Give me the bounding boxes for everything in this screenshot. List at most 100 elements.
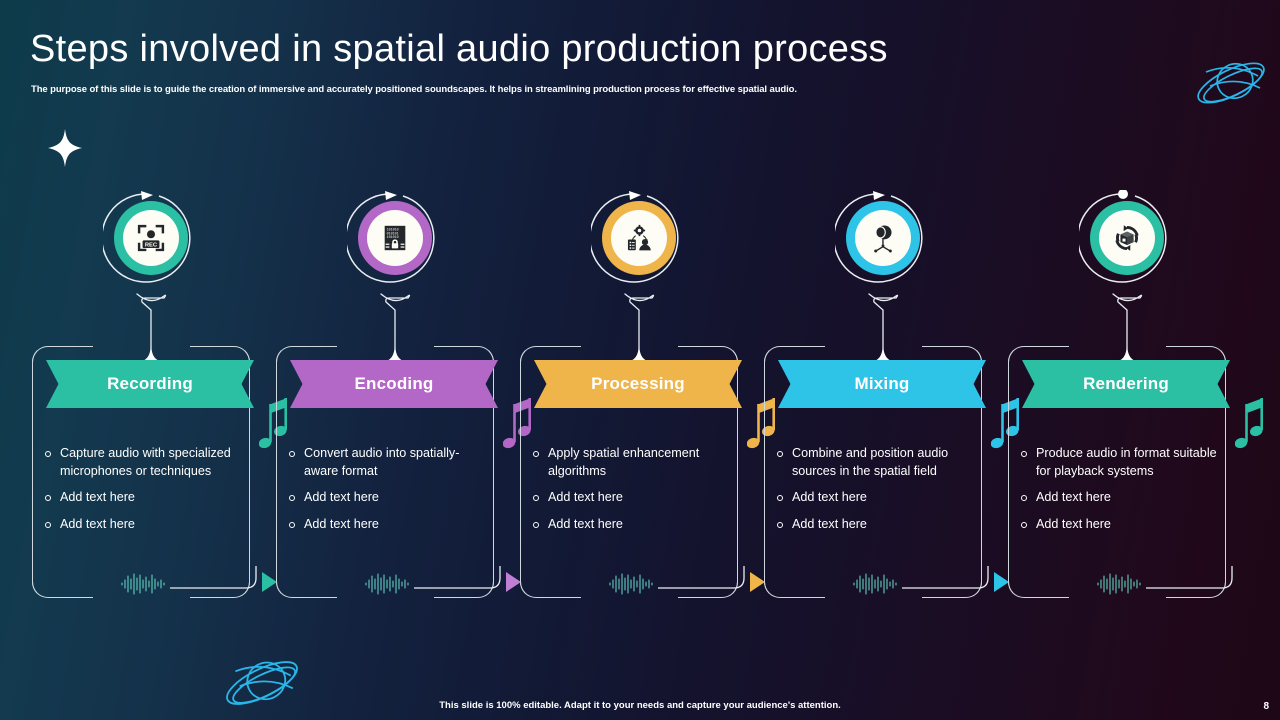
badge-connector [867, 293, 898, 354]
list-item: Capture audio with specialized microphon… [42, 445, 242, 480]
step-ribbon-rendering[interactable]: Rendering [1022, 360, 1230, 408]
list-item: Add text here [774, 516, 974, 534]
next-step-arrow[interactable] [170, 566, 278, 598]
svg-text:010101: 010101 [386, 232, 398, 236]
bullet-text: Add text here [304, 490, 379, 505]
step-label: Mixing [854, 374, 910, 393]
step-ribbon-encoding[interactable]: Encoding [290, 360, 498, 408]
render-box-refresh-icon [1114, 225, 1139, 251]
audio-waveform-icon [1097, 573, 1141, 595]
step-badge-rendering[interactable] [1078, 190, 1175, 286]
bullet-marker [533, 521, 539, 528]
audio-waveform-icon [121, 573, 165, 595]
bullet-text: Combine and position audio sources in th… [792, 446, 949, 478]
list-item: Add text here [774, 489, 974, 507]
bullet-marker [289, 521, 295, 528]
badge-inner [854, 210, 911, 266]
bullet-text: Convert audio into spatially-aware forma… [304, 446, 460, 478]
audio-waveform-icon [853, 573, 897, 595]
step-column-rendering[interactable]: Rendering Produce audio in format suitab… [1004, 180, 1263, 610]
list-item: Add text here [1018, 489, 1218, 507]
badge-inner [1098, 210, 1155, 266]
step-label: Recording [107, 374, 193, 393]
planet-icon [226, 661, 298, 705]
bullet-text: Add text here [304, 516, 379, 531]
step-bullets: Apply spatial enhancement algorithms Add… [530, 445, 730, 542]
step-column-encoding[interactable]: 101010 010101 101010 [272, 180, 531, 610]
music-note-icon [1235, 398, 1263, 449]
step-bullets: Produce audio in format suitable for pla… [1018, 445, 1218, 542]
planet-icon [1197, 62, 1265, 104]
step-ribbon-processing[interactable]: Processing [534, 360, 742, 408]
list-item: Add text here [286, 516, 486, 534]
step-badge-processing[interactable] [590, 190, 687, 286]
list-item: Add text here [1018, 516, 1218, 534]
rec-camera-icon: REC [137, 224, 164, 252]
step-ribbon-mixing[interactable]: Mixing [778, 360, 986, 408]
next-step-arrow[interactable] [658, 566, 766, 598]
step-bullets: Convert audio into spatially-aware forma… [286, 445, 486, 542]
step-label: Processing [591, 374, 685, 393]
badge-connector [135, 293, 166, 354]
bullet-text: Add text here [792, 516, 867, 531]
step-column-mixing[interactable]: Mixing Combine and position audio source… [760, 180, 1019, 610]
step-badge-mixing[interactable] [834, 190, 931, 286]
step-bullets: Combine and position audio sources in th… [774, 445, 974, 542]
next-step-arrow[interactable] [902, 566, 1010, 598]
bullet-text: Add text here [60, 490, 135, 505]
bullet-text: Add text here [792, 490, 867, 505]
badge-inner [610, 210, 667, 266]
step-end-line [1146, 566, 1233, 589]
bullet-text: Capture audio with specialized microphon… [60, 446, 231, 478]
bullet-text: Apply spatial enhancement algorithms [548, 446, 700, 478]
bullet-text: Add text here [548, 490, 623, 505]
step-label: Encoding [354, 374, 434, 393]
bullet-marker [1021, 521, 1027, 528]
step-badge-recording[interactable]: REC [102, 190, 199, 286]
bullet-text: Add text here [1036, 490, 1111, 505]
music-note-icon [747, 398, 775, 449]
step-column-processing[interactable]: Processing Apply spatial enhancement alg… [516, 180, 775, 610]
bullet-text: Add text here [1036, 516, 1111, 531]
step-column-recording[interactable]: REC Recording [28, 180, 287, 610]
bullet-marker [1021, 495, 1027, 502]
badge-inner: 101010 010101 101010 [366, 210, 423, 266]
audio-waveform-icon [365, 573, 409, 595]
badge-connector [1111, 293, 1142, 354]
badge-inner: REC [122, 210, 179, 266]
bullet-marker [777, 451, 783, 457]
svg-text:101010: 101010 [386, 236, 398, 240]
list-item: Add text here [530, 516, 730, 534]
bullet-marker [45, 521, 51, 528]
page-subtitle: The purpose of this slide is to guide th… [31, 84, 797, 95]
next-step-arrow[interactable] [414, 566, 522, 598]
list-item: Add text here [42, 489, 242, 507]
audio-waveform-icon [609, 573, 653, 595]
music-note-icon [259, 398, 287, 449]
gear-person-clipboard-icon [627, 224, 651, 251]
page-number: 8 [1263, 701, 1269, 712]
music-note-icon [991, 398, 1019, 449]
step-bullets: Capture audio with specialized microphon… [42, 445, 242, 542]
step-label: Rendering [1083, 374, 1169, 393]
svg-text:REC: REC [144, 242, 157, 248]
list-item: Add text here [286, 489, 486, 507]
footer-note: This slide is 100% editable. Adapt it to… [439, 700, 841, 711]
bullet-marker [45, 451, 51, 457]
sparkle-icon [48, 129, 82, 167]
bullet-marker [45, 495, 51, 502]
bullet-marker [289, 451, 295, 457]
list-item: Add text here [530, 489, 730, 507]
bullet-marker [777, 521, 783, 528]
studio-microphone-icon [873, 225, 892, 253]
bullet-text: Add text here [548, 516, 623, 531]
step-badge-encoding[interactable]: 101010 010101 101010 [346, 190, 443, 286]
svg-text:101010: 101010 [386, 229, 398, 233]
bullet-text: Add text here [60, 516, 135, 531]
binary-lock-icon: 101010 010101 101010 [384, 225, 405, 251]
music-note-icon [503, 398, 531, 449]
step-ribbon-recording[interactable]: Recording [46, 360, 254, 408]
list-item: Produce audio in format suitable for pla… [1018, 445, 1218, 480]
list-item: Combine and position audio sources in th… [774, 445, 974, 480]
